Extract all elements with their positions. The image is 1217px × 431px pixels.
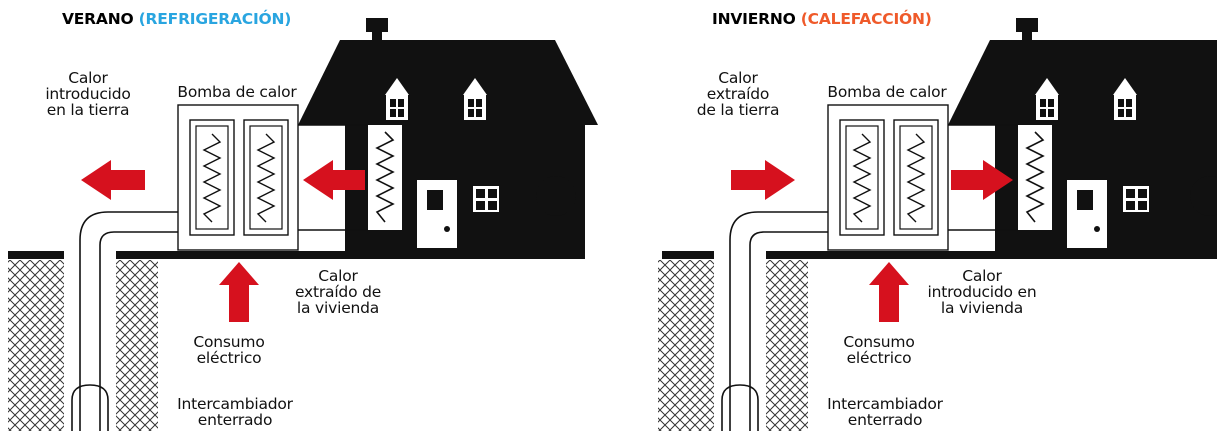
mode-label: (CALEFACCIÓN) [800,10,932,28]
pump-label: Bomba de calor [177,83,297,101]
summer-diagram [8,18,598,431]
home-heat-label: Calor extraído de la vivienda [294,267,382,317]
heat-pump [177,104,299,251]
summer-title: VERANO (REFRIGERACIÓN) [62,10,291,28]
consumption-label: Consumo eléctrico [193,333,265,367]
arrow-heat-to-ground [81,160,145,200]
pump-label: Bomba de calor [827,83,947,101]
season-label: INVIERNO [712,10,796,28]
house [948,18,1217,255]
heat-pump [827,104,949,251]
tree [1190,176,1217,255]
arrow-heat-to-house [951,160,1013,200]
earth-heat-label: Calor extraído de la tierra [696,69,780,119]
mode-label: (REFRIGERACIÓN) [138,10,292,28]
tree [536,176,576,255]
home-heat-label: Calor introducido en la vivienda [927,267,1037,317]
exchanger-label: Intercambiador enterrado [827,395,943,429]
buried-exchanger-loop [79,211,200,431]
winter-panel: INVIERNO (CALEFACCIÓN) Calor extraído de… [650,0,1217,431]
earth-heat-label: Calor introducido en la tierra [45,69,131,119]
season-label: VERANO [62,10,134,28]
consumption-label: Consumo eléctrico [843,333,915,367]
winter-title: INVIERNO (CALEFACCIÓN) [712,10,932,28]
buried-exchanger-bottom [721,384,759,431]
pump-house-pipes [298,124,368,231]
arrow-heat-from-ground [731,160,795,200]
arrow-electric-consumption [219,262,259,322]
winter-diagram [658,18,1217,431]
buried-exchanger-loop [729,211,840,431]
exchanger-label: Intercambiador enterrado [177,395,293,429]
pump-house-pipes [948,124,1018,231]
house [298,18,598,255]
buried-exchanger-bottom [71,384,109,431]
summer-panel: VERANO (REFRIGERACIÓN) Calor introducido… [0,0,608,431]
arrow-heat-from-house [303,160,365,200]
arrow-electric-consumption [869,262,909,322]
